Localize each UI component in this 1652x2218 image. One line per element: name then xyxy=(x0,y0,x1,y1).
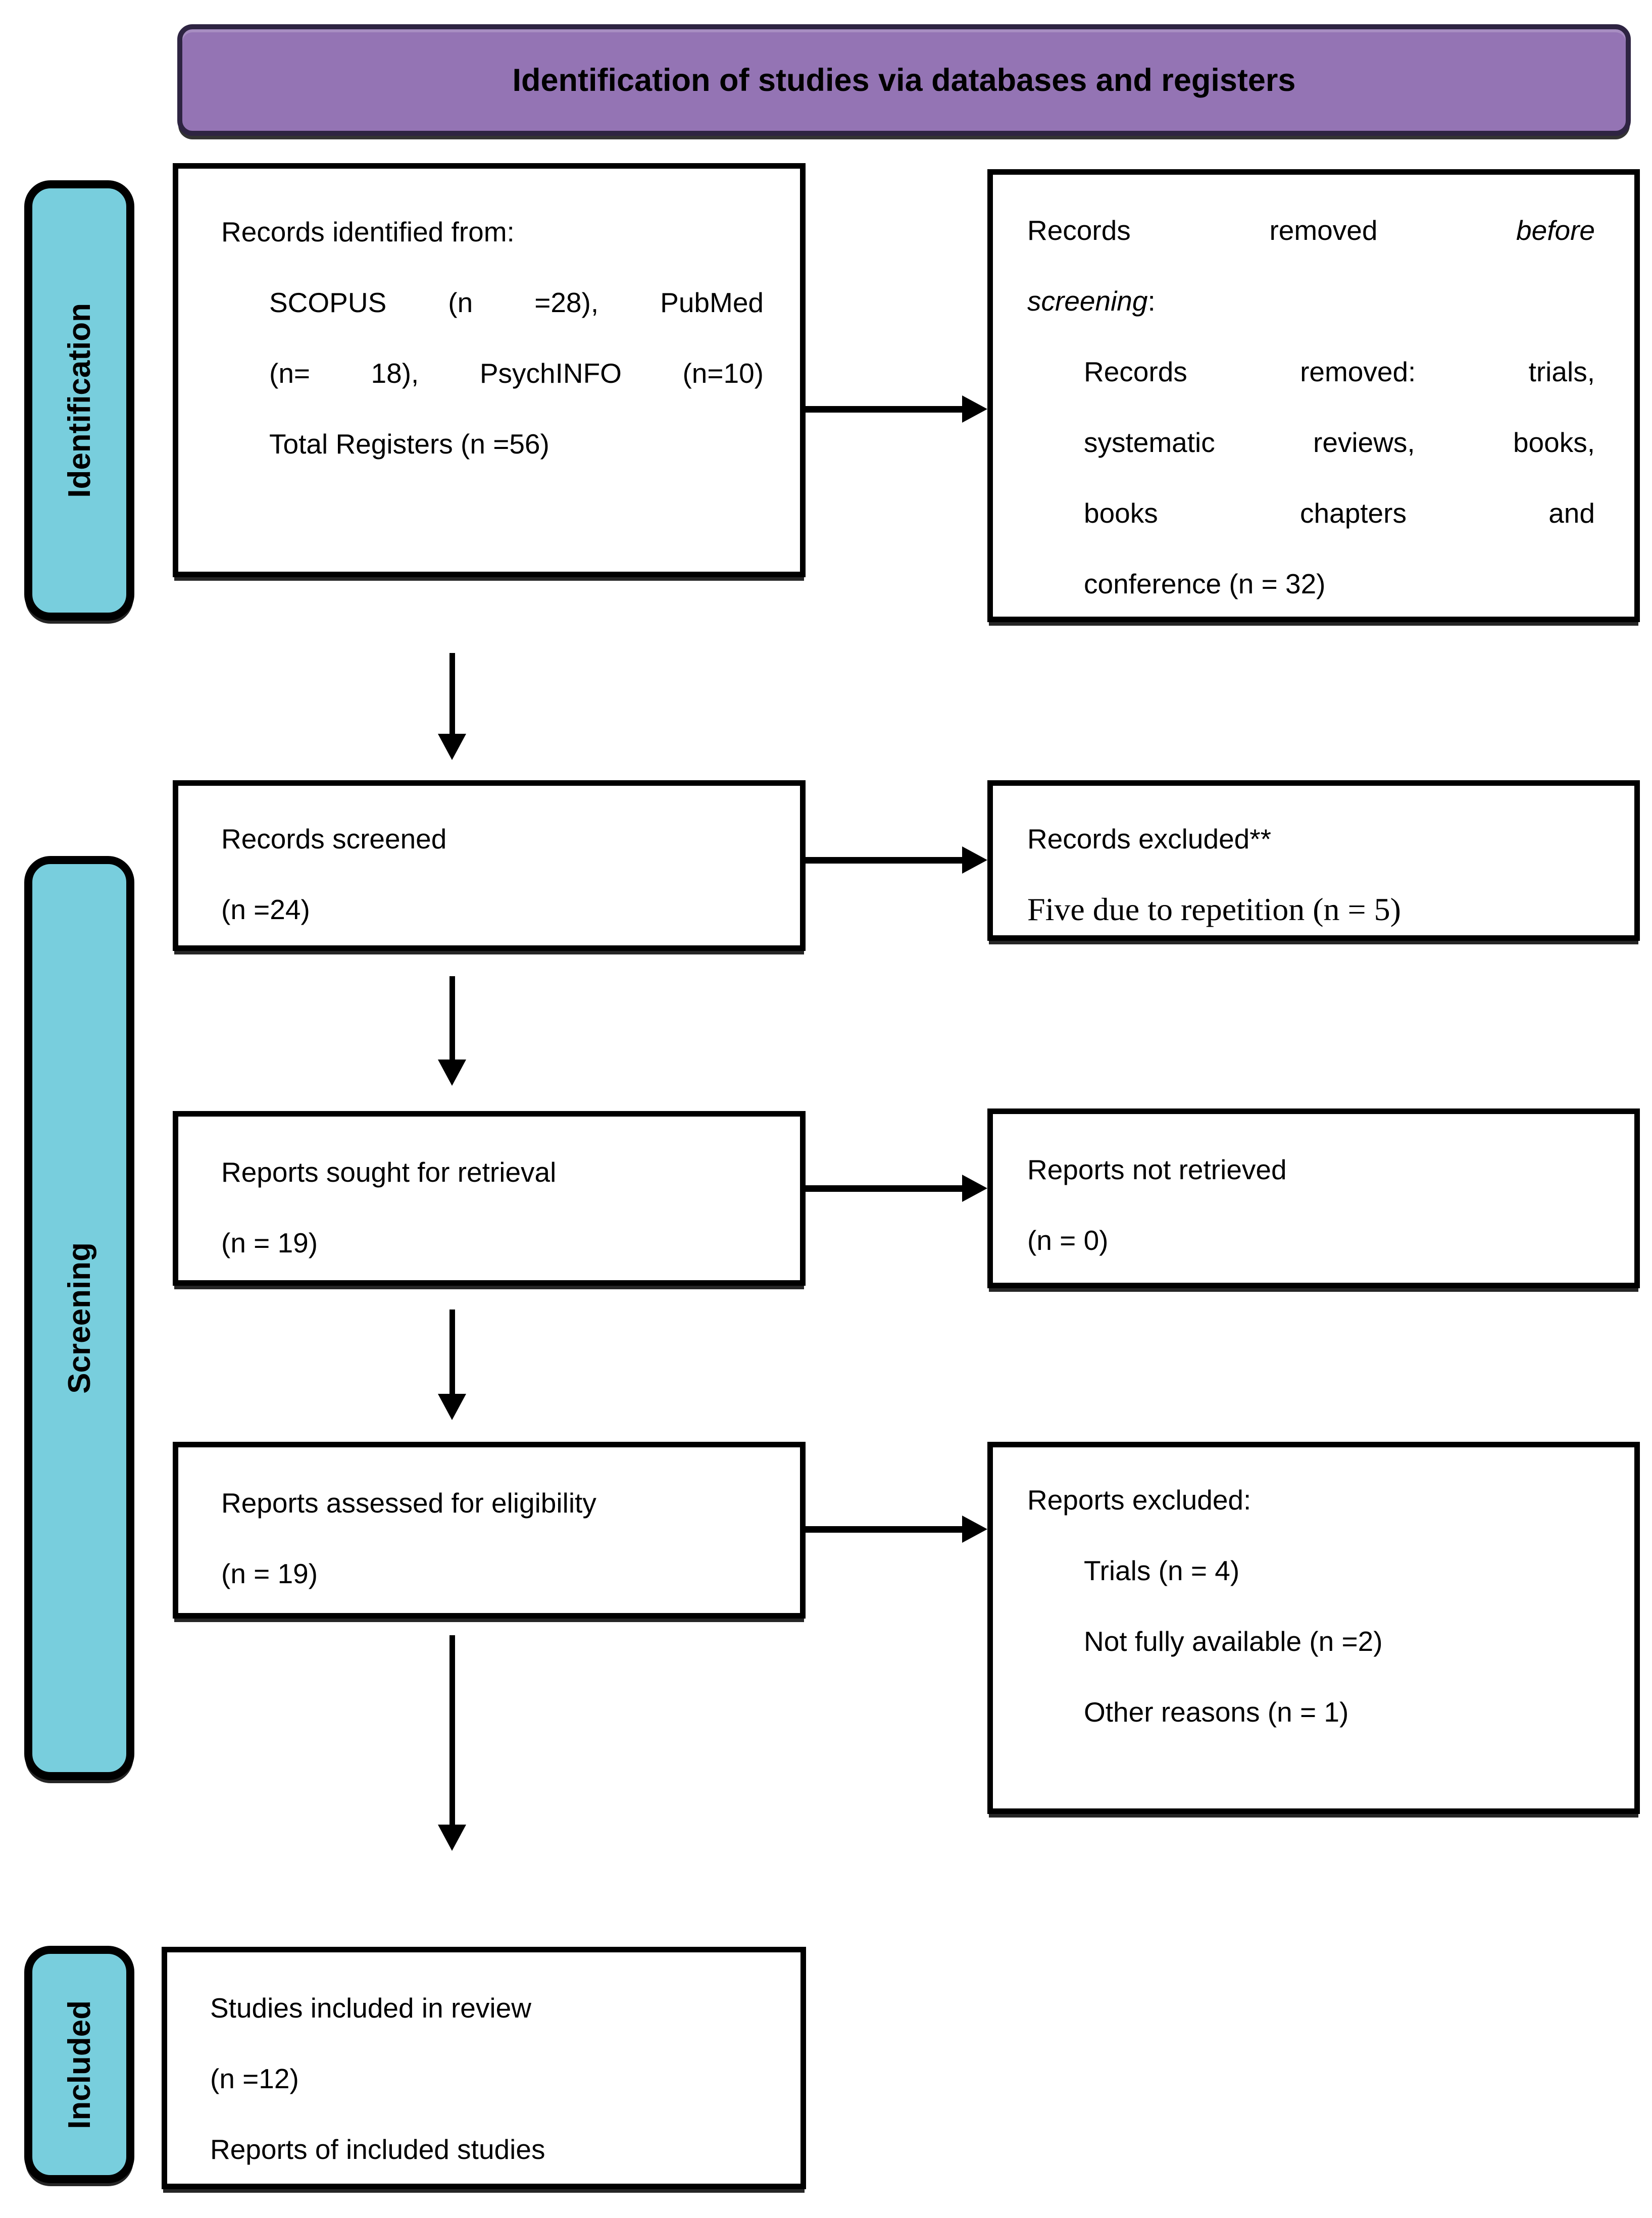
records-identified-line2: SCOPUS (n =28), PubMed xyxy=(269,287,764,318)
arrow-down-screened-to-sought xyxy=(438,976,466,1086)
box-reports-not-retrieved: Reports not retrieved (n = 0) xyxy=(987,1108,1640,1288)
arrow-head-right-icon xyxy=(962,395,987,423)
arrow-down-assessed-to-included xyxy=(438,1635,466,1851)
reports-sought-line2: (n = 19) xyxy=(221,1227,318,1258)
arrow-down-identified-to-screened xyxy=(438,653,466,760)
box-studies-included: Studies included in review (n =12) Repor… xyxy=(162,1947,806,2189)
arrow-shaft xyxy=(806,856,962,864)
box-records-excluded: Records excluded** Five due to repetitio… xyxy=(987,780,1640,941)
reports-assessed-line1: Reports assessed for eligibility xyxy=(221,1487,596,1519)
records-screened-line2: (n =24) xyxy=(221,894,310,925)
records-excluded-line2: Five due to repetition (n = 5) xyxy=(1027,891,1401,927)
arrow-head-right-icon xyxy=(962,1175,987,1202)
arrow-shaft xyxy=(449,1309,455,1394)
records-removed-line4: systematic reviews, books, xyxy=(1084,427,1595,458)
arrow-right-assessed-to-excluded xyxy=(806,1516,987,1543)
records-excluded-line1: Records excluded** xyxy=(1027,823,1272,854)
arrow-shaft xyxy=(449,1635,455,1825)
reports-excluded-line1: Reports excluded: xyxy=(1027,1484,1251,1516)
arrow-shaft xyxy=(449,653,455,734)
arrow-shaft xyxy=(806,1526,962,1533)
records-removed-line3: Records removed: trials, xyxy=(1084,356,1595,387)
stage-label-identification: Identification xyxy=(24,180,134,621)
records-identified-line3: (n= 18), PsychINFO (n=10) xyxy=(269,358,764,389)
arrow-head-down-icon xyxy=(438,1394,466,1420)
arrow-head-down-icon xyxy=(438,1825,466,1851)
box-reports-sought-for-retrieval: Reports sought for retrieval (n = 19) xyxy=(173,1111,806,1286)
reports-not-retrieved-line1: Reports not retrieved xyxy=(1027,1154,1287,1185)
arrow-head-right-icon xyxy=(962,846,987,874)
stage-label-screening: Screening xyxy=(24,856,134,1780)
arrow-down-sought-to-assessed xyxy=(438,1309,466,1420)
reports-excluded-line3: Not fully available (n =2) xyxy=(1084,1626,1383,1657)
arrow-shaft xyxy=(806,406,962,413)
records-removed-line1: Records removed before xyxy=(1027,215,1595,246)
box-records-identified: Records identified from: SCOPUS (n =28),… xyxy=(173,163,806,577)
arrow-right-sought-to-not-retrieved xyxy=(806,1175,987,1202)
box-reports-excluded: Reports excluded: Trials (n = 4) Not ful… xyxy=(987,1442,1640,1814)
title-banner: Identification of studies via databases … xyxy=(177,24,1631,136)
records-removed-line5: books chapters and xyxy=(1084,497,1595,529)
arrow-shaft xyxy=(806,1185,962,1192)
box-reports-assessed-for-eligibility: Reports assessed for eligibility (n = 19… xyxy=(173,1442,806,1619)
records-identified-line4: Total Registers (n =56) xyxy=(269,428,549,460)
stage-label-included-text: Included xyxy=(62,2000,97,2129)
box-records-removed-before-screening: Records removed before screening: Record… xyxy=(987,169,1640,622)
arrow-right-identified-to-removed xyxy=(806,395,987,423)
studies-included-line2: (n =12) xyxy=(210,2063,299,2094)
arrow-right-screened-to-excluded xyxy=(806,846,987,874)
reports-assessed-line2: (n = 19) xyxy=(221,1558,318,1589)
reports-excluded-line4: Other reasons (n = 1) xyxy=(1084,1696,1349,1728)
diagram-title: Identification of studies via databases … xyxy=(512,62,1296,98)
reports-sought-line1: Reports sought for retrieval xyxy=(221,1156,557,1188)
arrow-shaft xyxy=(449,976,455,1060)
studies-included-line1: Studies included in review xyxy=(210,1992,531,2024)
stage-label-screening-text: Screening xyxy=(62,1242,97,1394)
records-screened-line1: Records screened xyxy=(221,823,447,854)
stage-label-identification-text: Identification xyxy=(62,303,97,498)
records-removed-line2: screening: xyxy=(1027,285,1156,317)
arrow-head-right-icon xyxy=(962,1516,987,1543)
studies-included-line3: Reports of included studies xyxy=(210,2134,545,2165)
records-identified-line1: Records identified from: xyxy=(221,216,515,247)
arrow-head-down-icon xyxy=(438,734,466,760)
box-records-screened: Records screened (n =24) xyxy=(173,780,806,951)
arrow-head-down-icon xyxy=(438,1060,466,1086)
records-removed-line6: conference (n = 32) xyxy=(1084,568,1326,599)
stage-label-included: Included xyxy=(24,1946,134,2183)
reports-excluded-line2: Trials (n = 4) xyxy=(1084,1555,1240,1586)
reports-not-retrieved-line2: (n = 0) xyxy=(1027,1225,1109,1256)
